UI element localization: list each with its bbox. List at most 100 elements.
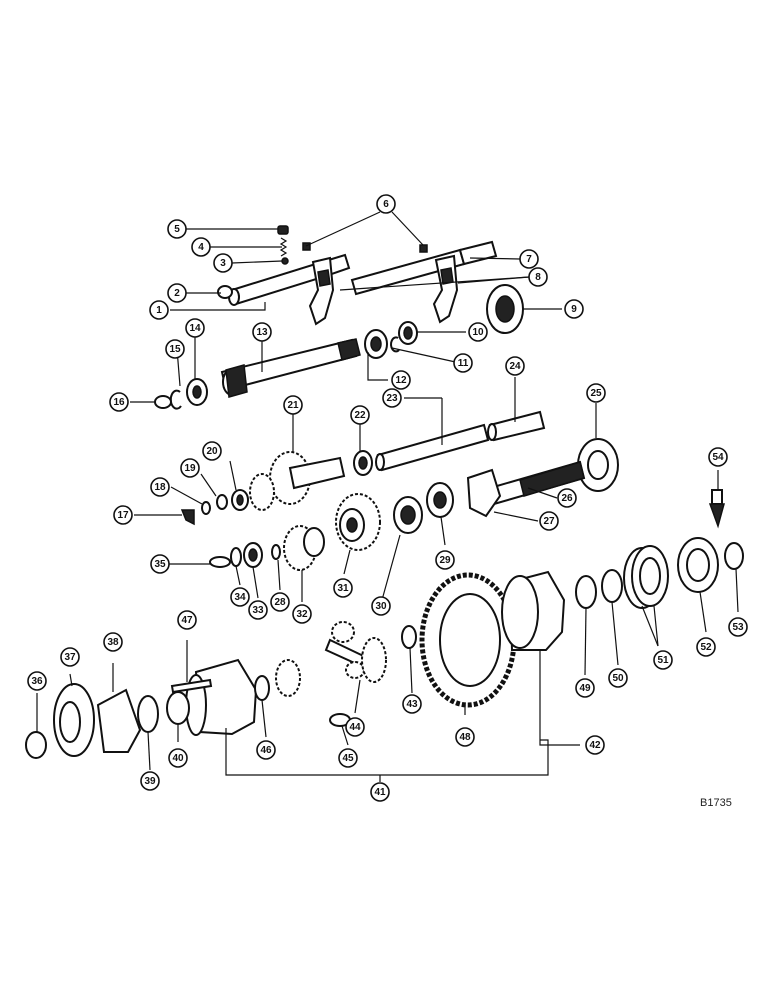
callout-11: 11 [453,353,473,373]
bearing [243,542,263,568]
callout-number: 23 [386,393,398,404]
callout-number: 27 [543,516,555,527]
callout-54: 54 [708,447,728,467]
callout-circle [60,647,80,667]
callout-16: 16 [109,392,129,412]
callout-21: 21 [283,395,303,415]
callout-circle [168,748,188,768]
callout-circle [191,237,211,257]
callout-circle [333,578,353,598]
callout-29: 29 [435,550,455,570]
callout-circle [455,727,475,747]
callout-48: 48 [455,727,475,747]
callout-circle [708,447,728,467]
callout-circle [202,441,222,461]
input-shaft [220,338,361,398]
callout-circle [103,632,123,652]
callout-number: 16 [113,397,125,408]
callout-6: 6 [376,194,396,214]
callout-number: 7 [526,254,532,265]
gear [393,496,423,534]
callout-number: 34 [234,592,246,603]
callout-number: 39 [144,776,156,787]
snap-ring [271,544,281,560]
callout-circle [113,505,133,525]
cluster-gear [335,493,381,551]
needle-bearing [353,450,373,476]
callout-32: 32 [292,604,312,624]
differential-pinion-assembly [324,621,387,683]
callout-circle [185,318,205,338]
callout-circle [539,511,559,531]
callout-43: 43 [402,694,422,714]
parts-drawing [25,225,744,759]
snap-ring [169,389,182,410]
callout-circle [528,267,548,287]
bearing-cone [166,691,190,725]
callout-number: 46 [260,745,272,756]
callout-number: 54 [712,452,724,463]
callout-number: 35 [154,559,166,570]
callout-number: 45 [342,753,354,764]
callout-number: 52 [700,642,712,653]
callout-number: 36 [31,676,43,687]
callout-circle [608,668,628,688]
callout-circle [468,322,488,342]
figure-reference-code: B1735 [700,797,732,809]
callout-number: 24 [509,361,521,372]
leader-lines [36,211,739,782]
countershaft [375,423,490,472]
callout-27: 27 [539,511,559,531]
callout-52: 52 [696,637,716,657]
callout-51: 51 [653,650,673,670]
callout-circle [283,395,303,415]
detent-spring [277,225,289,265]
callout-number: 32 [296,609,308,620]
callout-number: 47 [181,615,193,626]
shift-fork-left [308,256,335,326]
retaining-ring [154,395,172,409]
callout-3: 3 [213,253,233,273]
callout-number: 22 [354,410,366,421]
callout-9: 9 [564,299,584,319]
callout-number: 26 [561,493,573,504]
callout-circle [728,617,748,637]
callout-circle [350,405,370,425]
callout-number: 17 [117,510,129,521]
callout-number: 42 [589,740,601,751]
callout-circle [505,356,525,376]
callout-7: 7 [519,249,539,269]
callout-39: 39 [140,771,160,791]
bearing-retainer [577,438,619,492]
sliding-gear [249,451,346,511]
gasket [96,688,142,753]
snap-ring [230,547,242,567]
callout-25: 25 [586,383,606,403]
callout-number: 21 [287,400,299,411]
callout-number: 29 [439,555,451,566]
callout-40: 40 [168,748,188,768]
callout-circle [167,283,187,303]
callout-number: 9 [571,304,577,315]
callout-number: 37 [64,652,76,663]
differential-case-half [185,658,258,736]
spacer [201,501,211,515]
callout-circle [519,249,539,269]
shift-fork-right [432,254,459,324]
callout-circle [270,592,290,612]
callout-number: 25 [590,388,602,399]
callout-circle [180,458,200,478]
callout-2: 2 [167,283,187,303]
callout-30: 30 [371,596,391,616]
callout-42: 42 [585,735,605,755]
callout-number: 3 [220,258,226,269]
callout-10: 10 [468,322,488,342]
side-gear [275,659,301,697]
callout-33: 33 [248,600,268,620]
callout-number: 40 [172,753,184,764]
gear [283,525,325,571]
callout-number: 51 [657,655,669,666]
snap-ring [209,556,231,568]
callout-circle [150,477,170,497]
